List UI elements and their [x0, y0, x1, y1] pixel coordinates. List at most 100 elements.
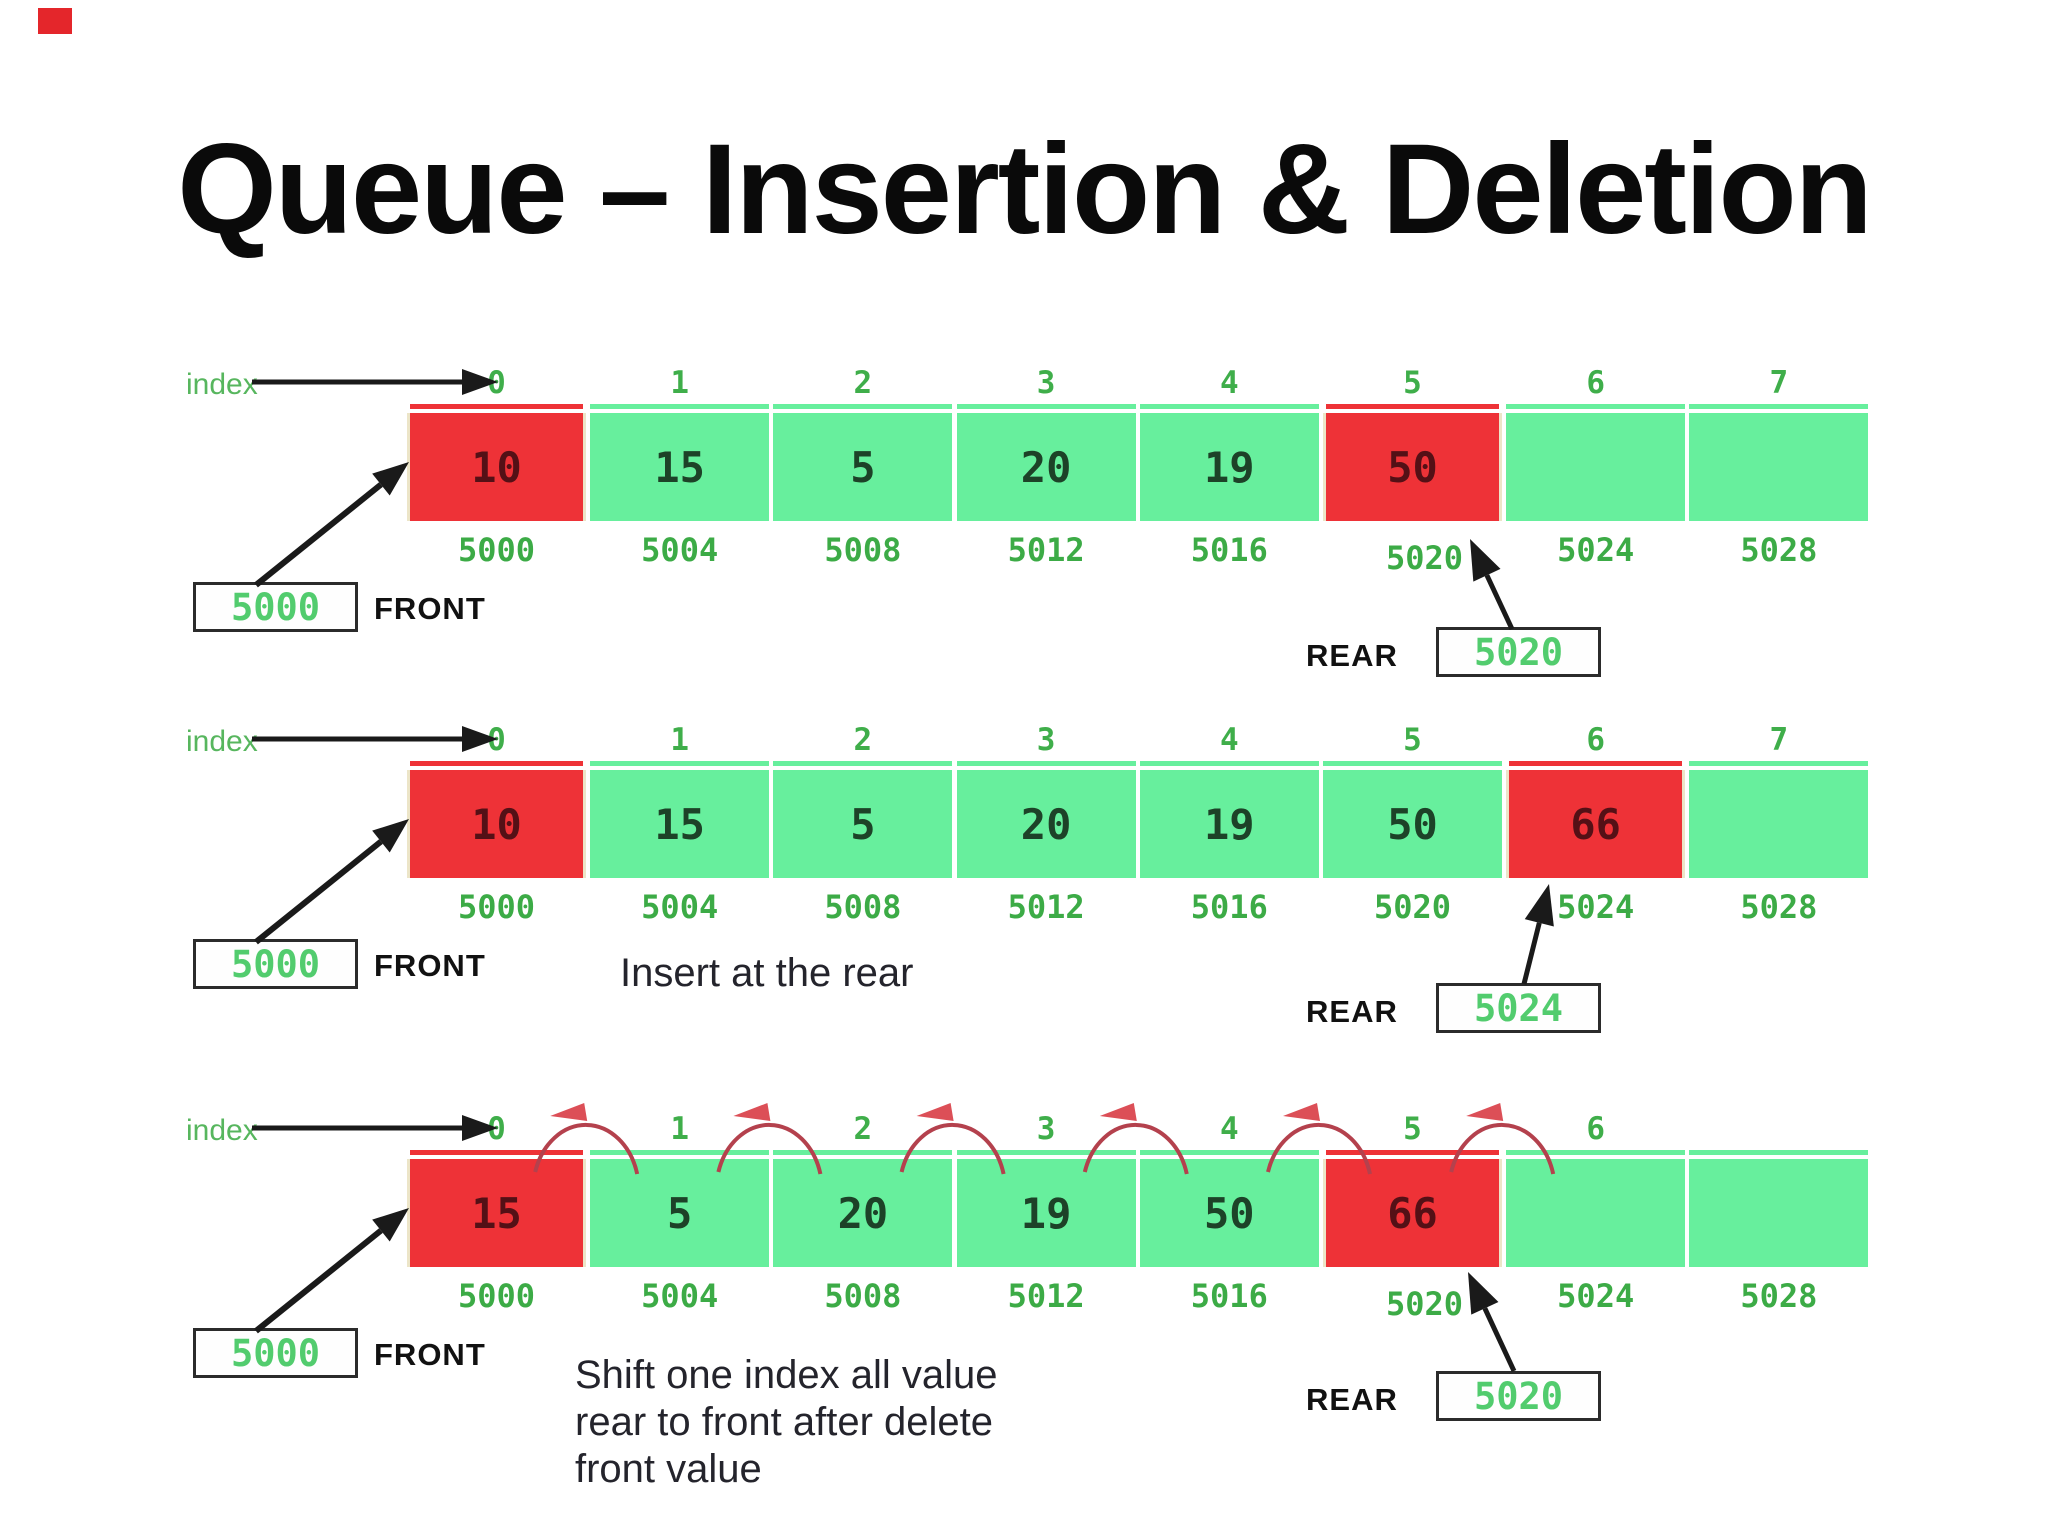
index-number: 6 [1586, 722, 1606, 758]
rear-pointer-value: 5024 [1473, 986, 1564, 1030]
cell-value: 19 [1020, 1188, 1072, 1238]
cell-address: 5008 [824, 531, 902, 569]
front-label: FRONT [374, 948, 486, 983]
queue-cell: 19 [956, 1150, 1136, 1267]
index-number: 7 [1769, 365, 1789, 401]
index-number: 4 [1219, 365, 1239, 401]
cell-address: 5004 [641, 888, 719, 926]
front-pointer-value: 5000 [230, 942, 321, 986]
queue-cell [1689, 1150, 1869, 1267]
cell-value: 5 [850, 442, 876, 492]
rear-label: REAR [1306, 994, 1398, 1029]
caption-shift-line: Shift one index all value [575, 1353, 998, 1397]
index-number: 0 [487, 1111, 506, 1147]
front-pointer-box: 5000 [193, 1328, 358, 1378]
rear-pointer-box: 5024 [1436, 983, 1601, 1033]
caption-shift-line: front value [575, 1447, 762, 1491]
rear-arrow-line [1484, 574, 1515, 631]
cell-address: 5020 [1385, 539, 1464, 577]
queue-cell: 10 [407, 761, 586, 878]
queue-cell: 5 [773, 761, 953, 878]
cell-value: 66 [1570, 799, 1621, 849]
index-number: 3 [1036, 365, 1056, 401]
cell-value: 5 [667, 1188, 693, 1238]
front-arrow-line [254, 482, 383, 588]
queue-cell: 50 [1323, 404, 1502, 521]
front-label: FRONT [374, 1337, 486, 1372]
cell-value: 50 [1387, 799, 1438, 849]
index-number: 5 [1403, 722, 1422, 758]
index-number: 6 [1586, 365, 1606, 401]
index-number: 1 [670, 365, 690, 401]
queue-cell: 20 [956, 404, 1136, 521]
index-number: 6 [1586, 1111, 1606, 1147]
front-arrow-head [372, 819, 409, 853]
cell-address: 5016 [1190, 888, 1268, 926]
queue-cell: 19 [1139, 761, 1319, 878]
cell-value: 50 [1387, 442, 1438, 492]
index-number: 3 [1036, 722, 1056, 758]
index-number: 1 [670, 1111, 690, 1147]
index-number: 1 [670, 722, 690, 758]
rear-label: REAR [1306, 638, 1398, 673]
index-number: 7 [1769, 722, 1789, 758]
queue-cell [1689, 404, 1869, 521]
queue-cell [1506, 1150, 1686, 1267]
cell-address: 5008 [824, 1277, 902, 1315]
cell-address: 5028 [1740, 888, 1818, 926]
rear-pointer-value: 5020 [1473, 1374, 1564, 1418]
cell-address: 5024 [1557, 1277, 1635, 1315]
front-label: FRONT [374, 591, 486, 626]
cell-address: 5004 [641, 1277, 719, 1315]
front-pointer-value: 5000 [230, 1331, 321, 1375]
index-label: index [186, 368, 258, 401]
cell-address: 5012 [1007, 531, 1085, 569]
queue-cell: 15 [590, 761, 770, 878]
cell-value: 15 [654, 799, 705, 849]
cell-address: 5000 [457, 531, 536, 569]
queue-cell: 20 [773, 1150, 953, 1267]
cell-address: 5012 [1007, 1277, 1085, 1315]
index-number: 2 [853, 1111, 873, 1147]
index-number: 3 [1036, 1111, 1056, 1147]
cell-address: 5008 [824, 888, 902, 926]
queue-cell: 66 [1506, 761, 1686, 878]
cell-value: 19 [1204, 799, 1255, 849]
queue-cell [1689, 761, 1869, 878]
rear-pointer-box: 5020 [1436, 1371, 1601, 1421]
index-number: 5 [1403, 1111, 1422, 1147]
index-number: 2 [853, 365, 873, 401]
cell-address: 5028 [1740, 1277, 1818, 1315]
queue-cell: 15 [407, 1150, 586, 1267]
cell-address: 5020 [1373, 888, 1452, 926]
queue-cell: 10 [407, 404, 586, 521]
queue-cell [1506, 404, 1686, 521]
cell-value: 10 [471, 442, 522, 492]
cell-value: 50 [1204, 1188, 1255, 1238]
cell-address: 5000 [457, 888, 536, 926]
page-title: Queue – Insertion & Deletion [177, 118, 1873, 261]
cell-value: 20 [837, 1188, 889, 1238]
front-pointer-box: 5000 [193, 939, 358, 989]
index-label: index [186, 1114, 258, 1147]
index-number: 5 [1403, 365, 1422, 401]
cell-address: 5000 [457, 1277, 536, 1315]
cell-value: 10 [471, 799, 522, 849]
cell-address: 5028 [1740, 531, 1818, 569]
cell-value: 19 [1204, 442, 1255, 492]
cell-address: 5004 [641, 531, 719, 569]
queue-cell: 66 [1323, 1150, 1502, 1267]
cell-value: 66 [1387, 1188, 1438, 1238]
cell-address: 5020 [1385, 1285, 1464, 1323]
front-arrow-line [254, 1228, 383, 1334]
queue-cell: 19 [1139, 404, 1319, 521]
caption-insert-at-rear: Insert at the rear [620, 951, 914, 995]
index-number: 0 [487, 365, 506, 401]
cell-address: 5012 [1007, 888, 1085, 926]
queue-cell: 50 [1139, 1150, 1319, 1267]
cell-value: 15 [471, 1188, 522, 1238]
cell-value: 20 [1020, 442, 1072, 492]
front-arrow-line [254, 839, 383, 945]
cell-address: 5016 [1190, 531, 1268, 569]
